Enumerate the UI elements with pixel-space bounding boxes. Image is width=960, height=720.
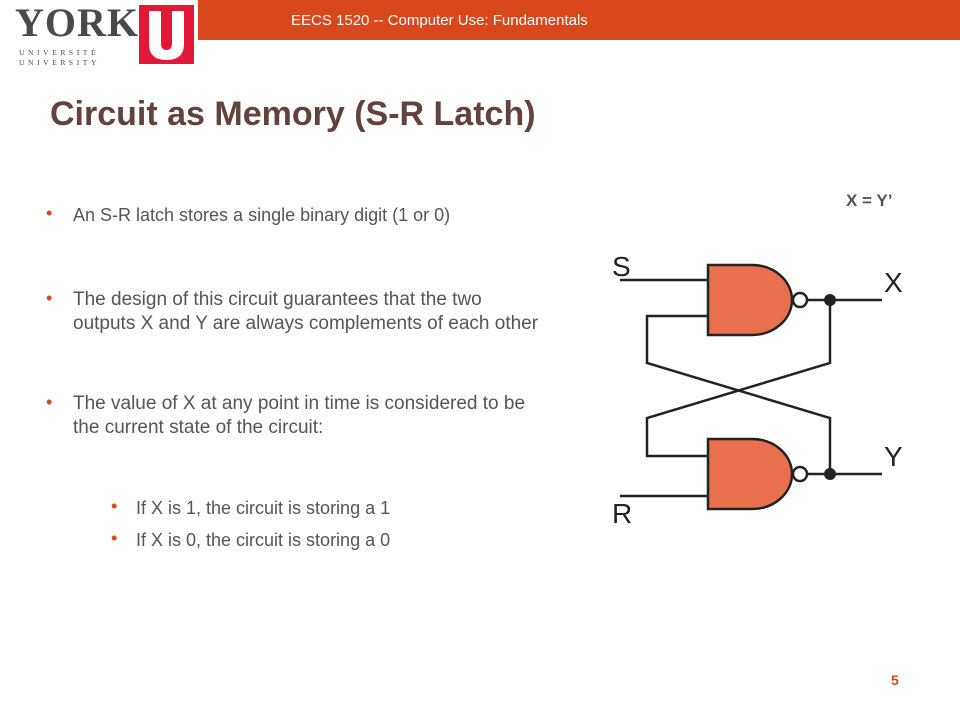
sub-bullet-dot: • xyxy=(111,496,118,516)
page-number: 5 xyxy=(891,672,899,688)
sub-bullet-dot: • xyxy=(111,528,118,548)
bullet-dot: • xyxy=(46,392,53,412)
inverter-bubble-bottom xyxy=(791,465,809,483)
label-y: Y xyxy=(884,441,903,472)
york-u-icon xyxy=(139,5,194,64)
bullet-dot: • xyxy=(46,203,53,223)
inverter-bubble-top xyxy=(791,291,809,309)
nand-gate-bottom xyxy=(706,437,794,511)
slide-title: Circuit as Memory (S-R Latch) xyxy=(50,95,536,133)
bullet-2: The design of this circuit guarantees th… xyxy=(73,289,539,334)
label-x: X xyxy=(884,267,903,298)
formula-label: X = Y’ xyxy=(846,191,893,210)
bullet-3: The value of X at any point in time is c… xyxy=(73,393,526,438)
logo-wordmark: YORK xyxy=(15,0,139,45)
label-r: R xyxy=(612,498,632,529)
course-title: EECS 1520 -- Computer Use: Fundamentals xyxy=(291,12,588,29)
sr-latch-diagram: S R X Y xyxy=(612,251,903,529)
junction-dot-x xyxy=(824,294,836,306)
logo-university: UNIVERSITY xyxy=(19,58,100,67)
sub-bullet-2: If X is 0, the circuit is storing a 0 xyxy=(136,530,391,550)
bullet-dot: • xyxy=(46,288,53,308)
bullet-1: An S-R latch stores a single binary digi… xyxy=(73,205,451,225)
wires xyxy=(620,278,882,498)
sub-bullet-1: If X is 1, the circuit is storing a 1 xyxy=(136,498,391,518)
nand-gate-top xyxy=(706,263,794,337)
logo-universite: UNIVERSITÉ xyxy=(19,48,100,57)
label-s: S xyxy=(612,251,631,282)
york-logo: YORK UNIVERSITÉ UNIVERSITY xyxy=(0,0,198,70)
junction-dot-y xyxy=(824,468,836,480)
